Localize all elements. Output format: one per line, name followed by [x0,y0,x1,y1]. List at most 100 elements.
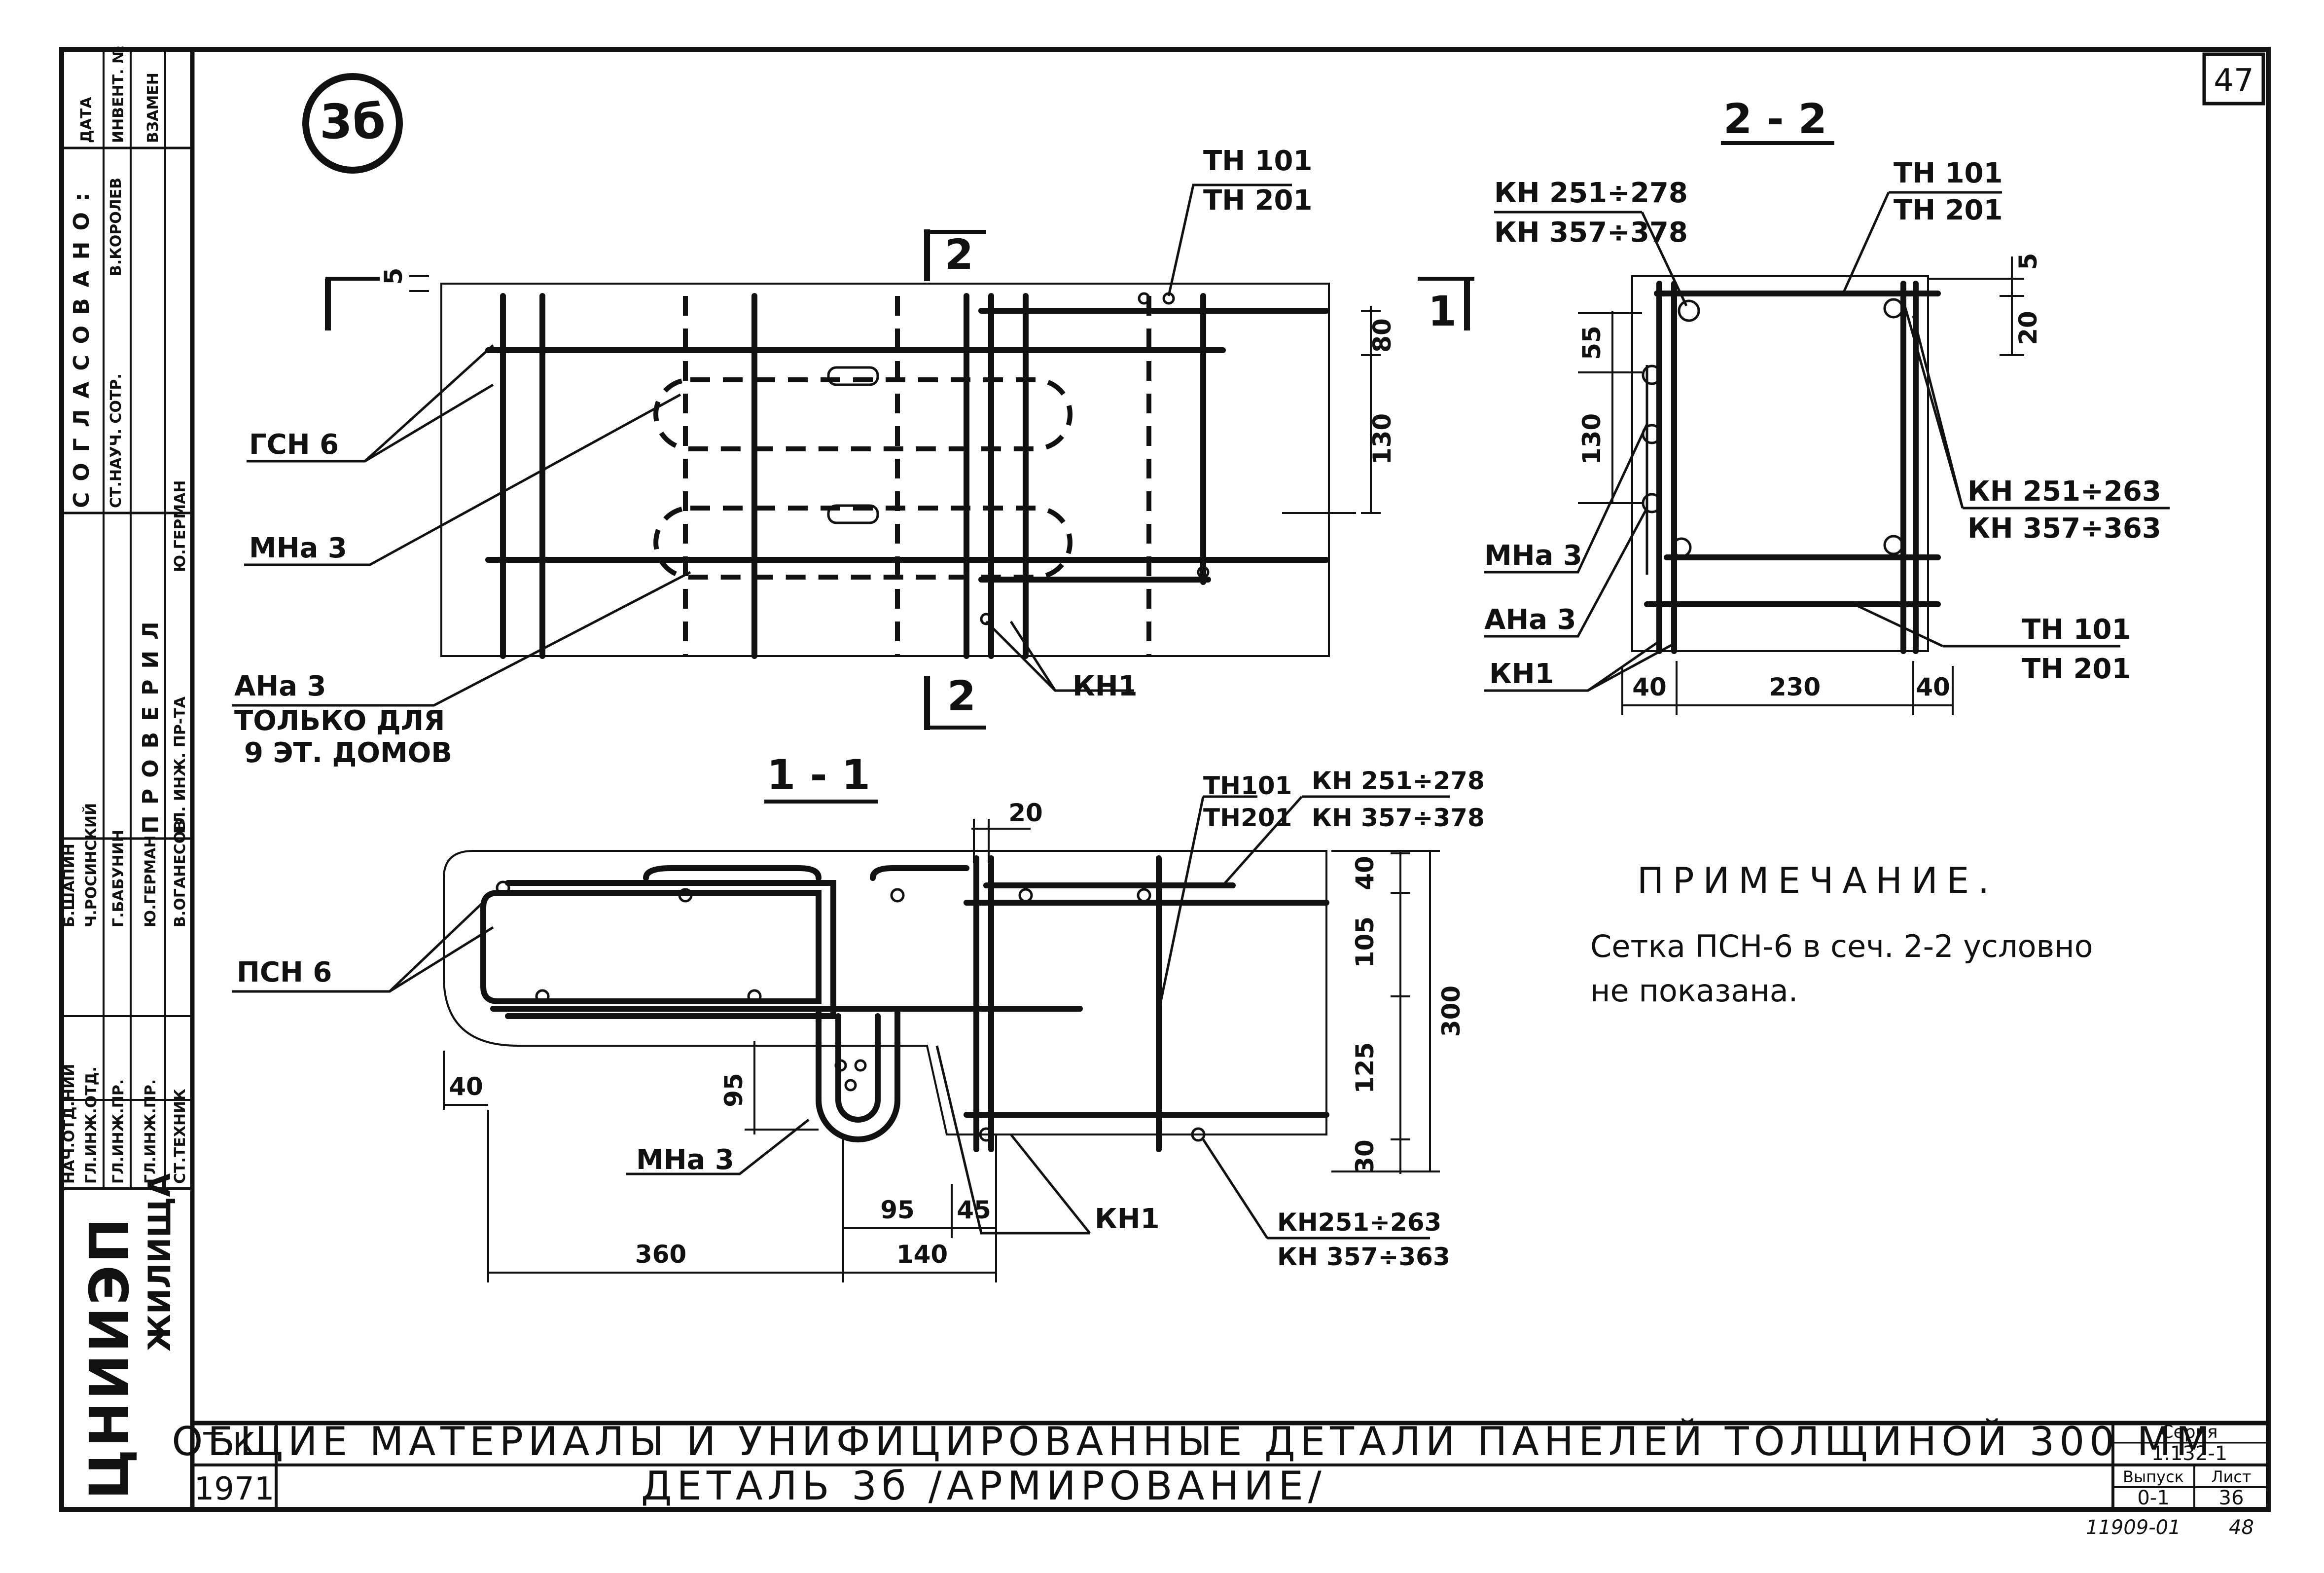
plan-dim-80: 80 [1368,318,1396,353]
sidebar-role-1: НАЧ.ОТД.НИИ [61,1064,78,1184]
sec1-dim-105: 105 [1351,916,1379,968]
sidebar-role-5: СТ.ТЕХНИК [172,1089,189,1184]
sec1-dim-140: 140 [896,1240,948,1269]
detail-badge-label: 3б [320,94,386,149]
section-2-title: 2 - 2 [1723,95,1827,143]
sec2-th-bot-2: ТН 201 [2022,653,2131,685]
sec2-th-top-1: ТН 101 [1894,157,2002,189]
titleblock-title: ОБЩИЕ МАТЕРИАЛЫ И УНИФИЦИРОВАННЫЕ ДЕТАЛИ… [172,1418,2215,1464]
plan-ana-note-1: ТОЛЬКО ДЛЯ [234,705,445,737]
plan-dim-130: 130 [1368,413,1396,465]
sec1-kn-top-1: КН 251÷278 [1312,767,1485,795]
sidebar-name-1: Б.ШАПИН [61,843,78,927]
sec1-mna-label: МНа 3 [636,1144,734,1176]
plan-mna-label: МНа 3 [249,532,347,564]
note-heading: ПРИМЕЧАНИЕ. [1637,860,1998,901]
sidebar-checked-role: ГЛ. ИНЖ. ПР-ТА [172,696,189,834]
plan-dim-5: 5 [379,268,408,285]
sec2-th-bot-1: ТН 101 [2022,614,2131,646]
sidebar-head-replaces: ВЗАМЕН [144,73,162,143]
sec2-dim-55: 55 [1577,326,1606,360]
plan-view [409,275,1381,659]
sec1-psn-label: ПСН 6 [237,956,332,988]
sec1-dim-125: 125 [1351,1042,1379,1094]
sec1-dim-40l: 40 [449,1072,483,1101]
sec1-dim-95v: 95 [719,1073,748,1107]
sidebar-agreed: СОГЛАСОВАНО: [69,182,94,508]
sidebar-role-4: ГЛ.ИНЖ.ПР. [142,1079,159,1184]
sec1-kn-label: КН1 [1095,1203,1160,1235]
plan-ana-note-2: 9 ЭТ. ДОМОВ [244,737,452,769]
sec2-dim-40b: 40 [1916,673,1950,701]
sec1-dim-300: 300 [1437,986,1466,1037]
sec2-dim-20: 20 [2014,311,2042,345]
section-1-title: 1 - 1 [767,751,870,799]
sec2-leaders [1484,191,2170,692]
note-line-1: Сетка ПСН-6 в сеч. 2-2 условно [1590,928,2093,964]
series-value: 1.132-1 [2151,1442,2227,1465]
sheet-number-box: 47 [2202,52,2265,106]
sec2-kn-right-2: КН 357÷363 [1967,512,2161,545]
sec2-ana-label: АНа 3 [1484,604,1576,636]
sec2-dim-5: 5 [2014,253,2042,270]
sec2-dim-130: 130 [1577,413,1606,465]
archive-number: 11909-01 [2086,1516,2181,1539]
sec1-dim-95h: 95 [880,1196,915,1224]
titleblock-subtitle: ДЕТАЛЬ 3б /АРМИРОВАНИЕ/ [641,1463,1326,1509]
sec2-th-top-2: ТН 201 [1894,194,2002,226]
sec2-mna-label: МНа 3 [1484,540,1582,572]
cut-2-top: 2 [945,230,973,279]
sheet-number: 47 [2214,63,2253,99]
cut-1: 1 [1428,287,1457,335]
sec1-dim-360: 360 [635,1240,686,1269]
sec2-kn-right-1: КН 251÷263 [1967,476,2161,508]
sidebar-org-logo: ЦНИИЭП [78,1216,141,1500]
sec2-kn-top-2: КН 357÷378 [1494,217,1688,249]
titleblock-tk: Т.К. [203,1427,265,1463]
sec2-kn-top-1: КН 251÷278 [1494,177,1688,209]
sidebar-name-4: Ю.ГЕРМАН [142,836,159,927]
plan-leaders [232,183,1292,707]
note-line-2: не показана. [1590,973,1798,1009]
sec1-leaders [232,795,1450,1240]
sidebar-org-name: ЖИЛИЩА [142,1173,178,1352]
titleblock-year: 1971 [194,1471,275,1507]
sec1-dim-40t: 40 [1351,856,1379,890]
sidebar-head-inv: ИНВЕНТ. № [110,46,127,143]
detail-badge: 3б [302,73,403,174]
section-1-drawing [443,819,1440,1282]
sidebar-checked: ПРОВЕРИЛ [138,611,163,834]
sidebar-role-2: ГЛ.ИНЖ.ОТД. [83,1066,100,1184]
sidebar-name-5: В.ОГАНЕСОВ [172,820,189,927]
sec1-dim-30: 30 [1351,1139,1379,1174]
plan-ana-label: АНа 3 [234,670,326,702]
cut-marks [325,229,1474,730]
archive-page: 48 [2229,1516,2254,1539]
plan-psn-label: ГСН 6 [249,429,339,461]
issue-value: 0-1 [2137,1487,2169,1509]
sidebar-head-date: ДАТА [78,97,95,143]
sec1-kn-top-2: КН 357÷378 [1312,804,1485,832]
series-label: Серия [2161,1422,2217,1442]
sheet-frame [59,47,2271,1512]
sidebar-agreed-role: СТ.НАУЧ. СОТР. [107,373,125,508]
plan-th-top: ТН 101 [1203,145,1312,177]
sec2-kn-label: КН1 [1489,658,1554,690]
sidebar-name-2: Ч.РОСИНСКИЙ [82,803,100,927]
sidebar-name-3: Г.БАБУНИН [110,830,127,927]
cut-2-bottom: 2 [947,672,976,720]
sec2-dim-40a: 40 [1632,673,1667,701]
sec1-kn-bot-2: КН 357÷363 [1277,1243,1450,1271]
sheet-label: Лист [2211,1467,2251,1486]
sec2-dim-230: 230 [1769,673,1821,701]
sec1-kn-bot-1: КН251÷263 [1277,1208,1441,1237]
sec1-th-2: ТН201 [1203,804,1292,832]
sidebar-agreed-name: В.КОРОЛЕВ [107,178,125,276]
sidebar-grid [62,49,192,1190]
plan-th-bottom: ТН 201 [1203,184,1312,217]
plan-kn-label: КН1 [1073,670,1138,702]
issue-label: Выпуск [2123,1467,2184,1486]
sec1-th-1: ТН101 [1203,771,1292,800]
sheet-value: 36 [2219,1487,2244,1509]
